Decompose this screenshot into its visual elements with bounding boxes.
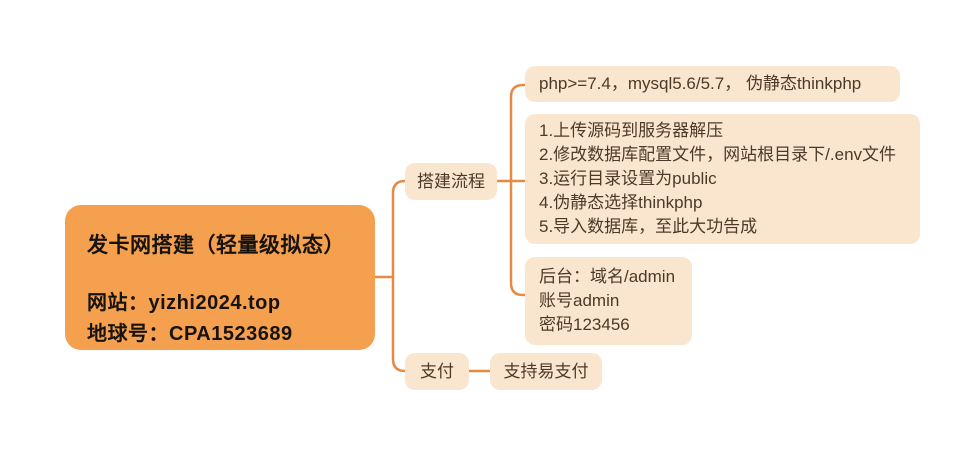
node-payment-method-text: 支持易支付	[503, 361, 589, 381]
root-node[interactable]: 发卡网搭建（轻量级拟态） 网站：yizhi2024.top 地球号：CPA152…	[65, 205, 375, 350]
admin-account: 账号admin	[539, 291, 620, 310]
root-spacer	[87, 259, 353, 288]
branch-payment[interactable]: 支付	[405, 353, 469, 390]
root-website: 网站：yizhi2024.top	[87, 292, 281, 314]
node-admin-credentials[interactable]: 后台：域名/admin 账号admin 密码123456	[525, 257, 692, 345]
connector-path	[373, 83, 527, 373]
node-env-requirements-text: php>=7.4，mysql5.6/5.7， 伪静态thinkphp	[539, 74, 862, 93]
branch-build-process[interactable]: 搭建流程	[405, 163, 497, 200]
admin-url: 后台：域名/admin	[539, 267, 676, 286]
setup-step-5: 5.导入数据库，至此大功告成	[539, 217, 758, 236]
node-payment-method[interactable]: 支持易支付	[490, 353, 602, 390]
branch-payment-label: 支付	[420, 361, 454, 381]
node-setup-steps[interactable]: 1.上传源码到服务器解压 2.修改数据库配置文件，网站根目录下/.env文件 3…	[525, 114, 920, 244]
setup-step-4: 4.伪静态选择thinkphp	[539, 193, 703, 212]
branch-build-process-label: 搭建流程	[417, 171, 485, 191]
node-env-requirements[interactable]: php>=7.4，mysql5.6/5.7， 伪静态thinkphp	[525, 66, 900, 102]
admin-password: 密码123456	[539, 315, 630, 334]
setup-step-1: 1.上传源码到服务器解压	[539, 121, 724, 140]
setup-step-2: 2.修改数据库配置文件，网站根目录下/.env文件	[539, 145, 897, 164]
setup-step-3: 3.运行目录设置为public	[539, 169, 717, 188]
root-title: 发卡网搭建（轻量级拟态）	[87, 234, 345, 257]
root-contact: 地球号：CPA1523689	[87, 323, 293, 345]
